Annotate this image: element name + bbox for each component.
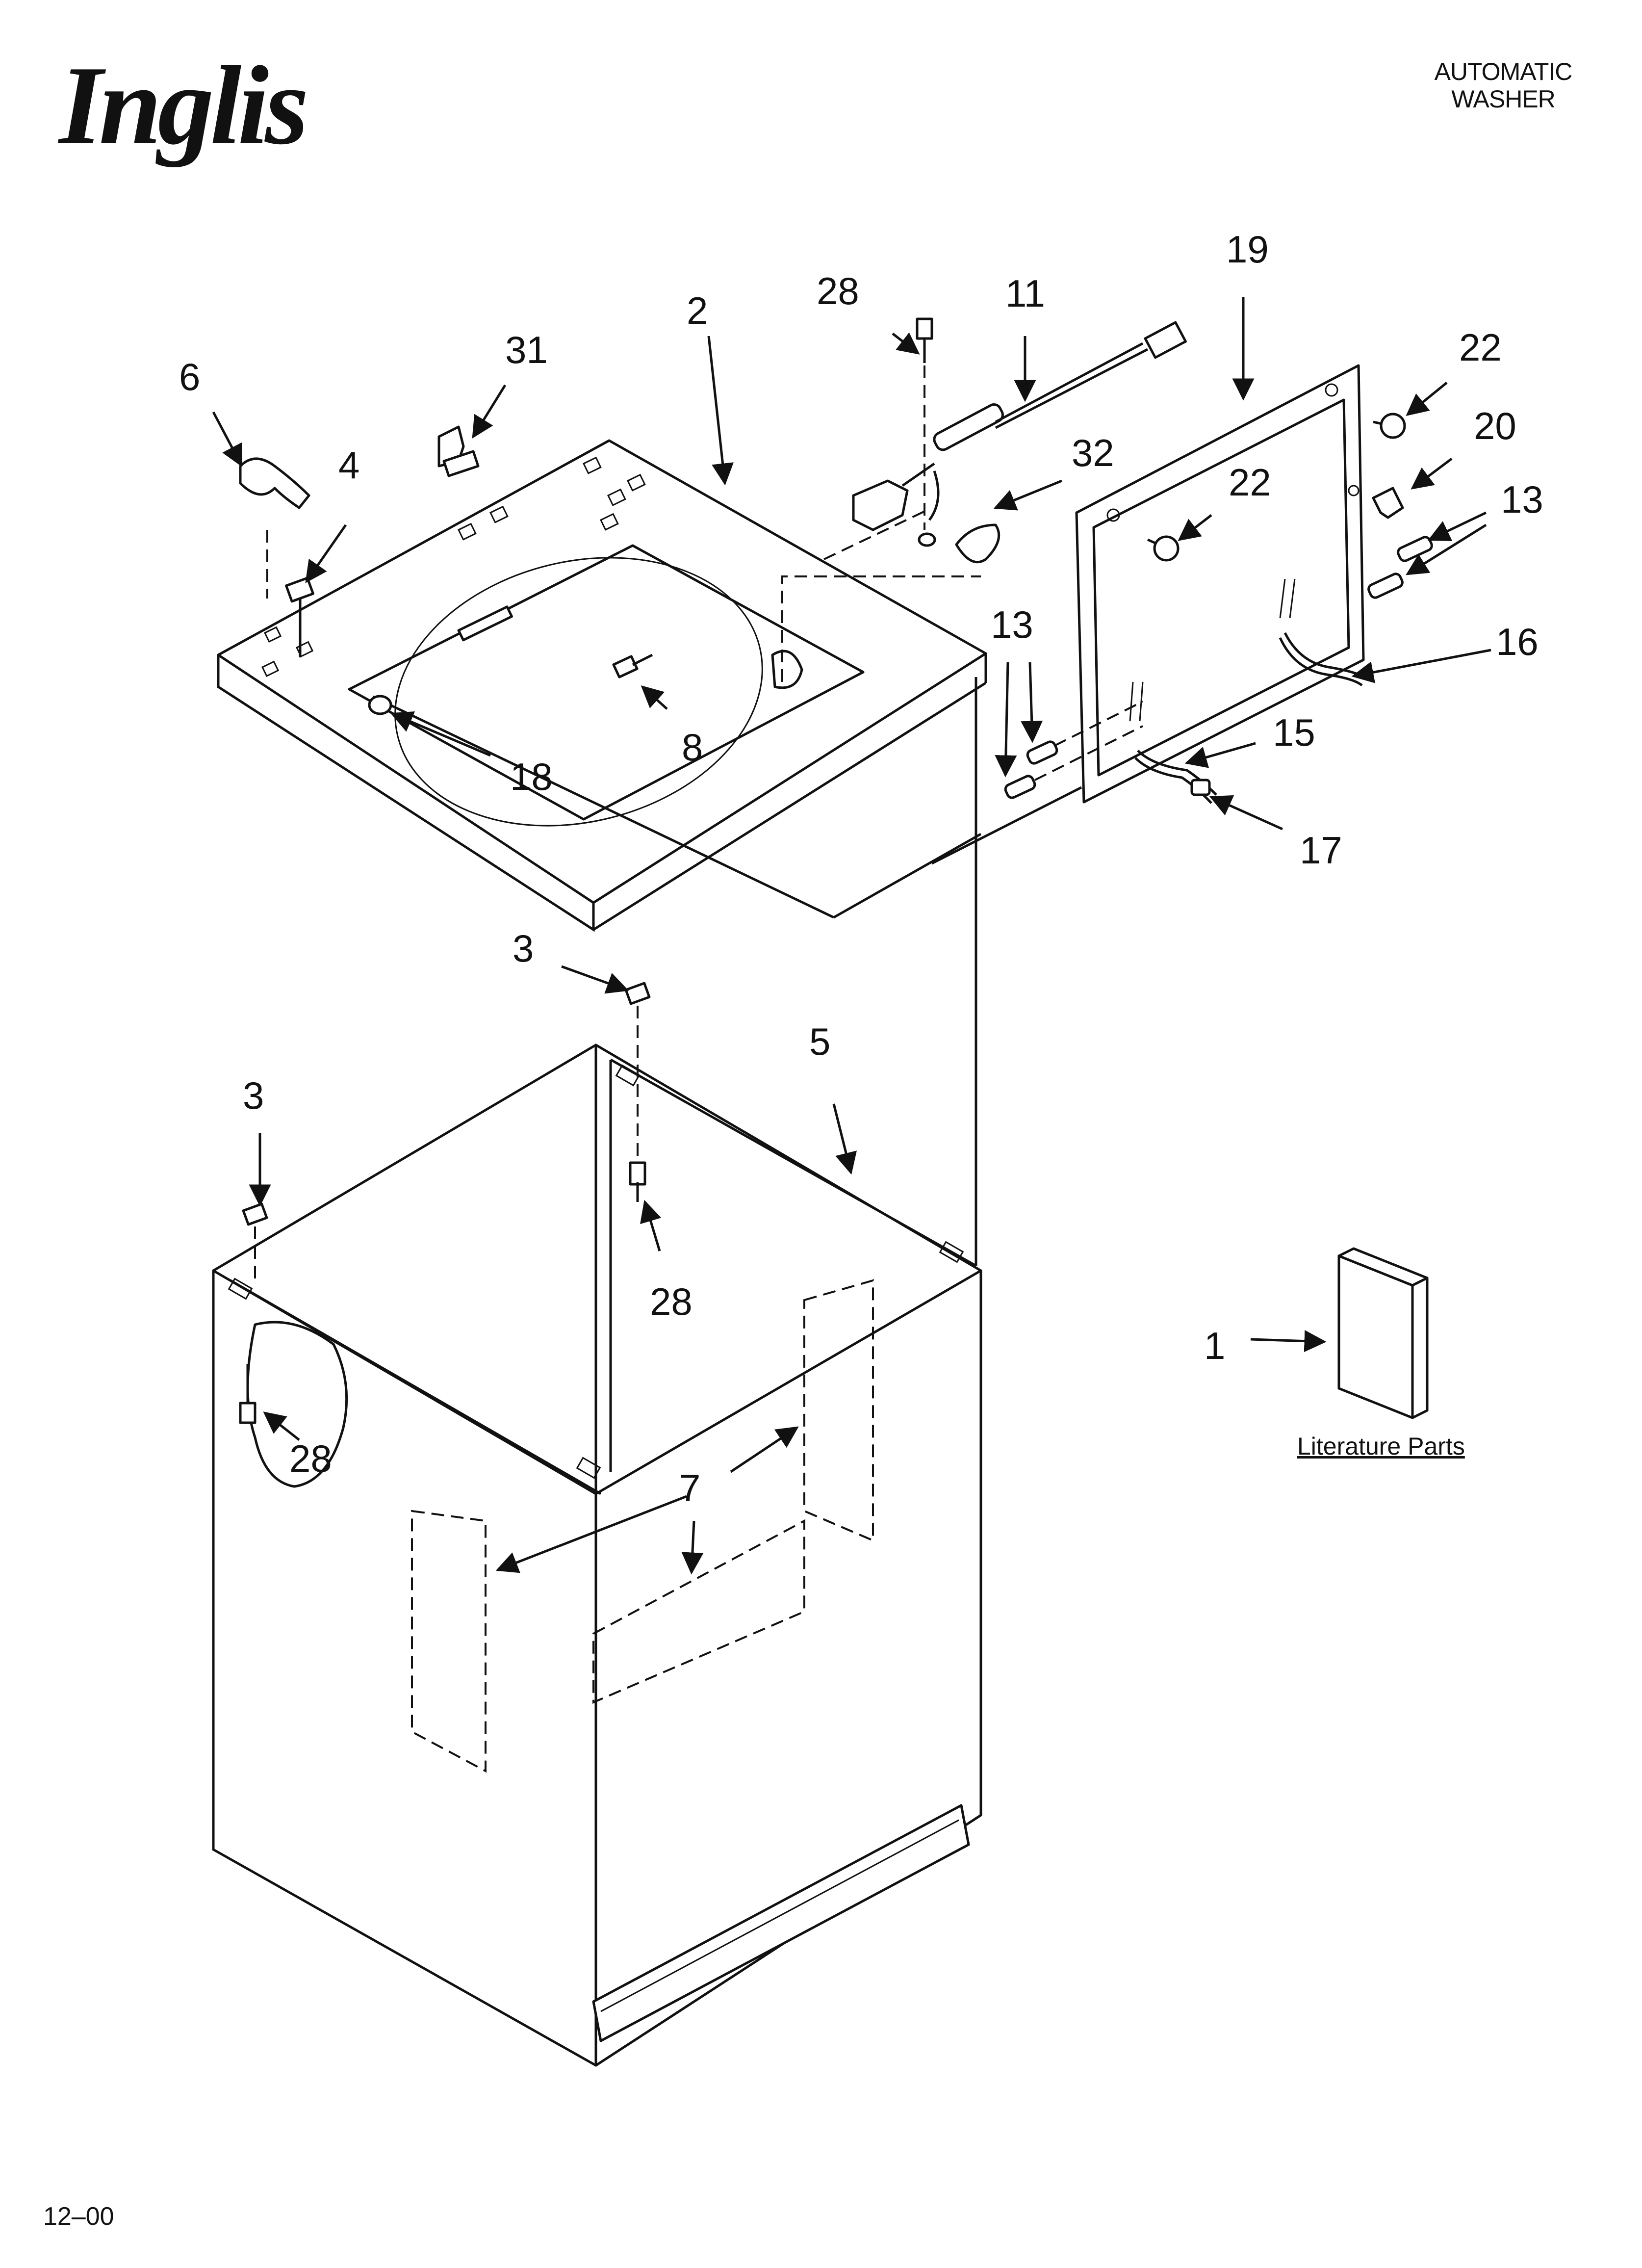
callout-22-upper: 22 [1459,326,1502,369]
screws-13-right [1367,536,1433,599]
callout-20: 20 [1474,404,1516,447]
callout-3-lower: 3 [243,1074,264,1117]
clip-6 [239,457,310,599]
title-line-1: AUTOMATIC [1434,58,1573,85]
knob-22-lower [1147,535,1180,562]
callout-28-cutaway: 28 [289,1437,332,1480]
callout-7: 7 [679,1466,700,1510]
callout-labels: 2 28 11 19 22 20 31 6 4 32 22 13 13 16 1… [179,228,1543,1510]
bumper-18 [368,695,392,715]
callout-11: 11 [1005,272,1045,315]
bracket-31 [437,425,480,477]
bracket-4 [285,576,314,657]
title-line-2: WASHER [1451,85,1556,113]
clips-3 [242,982,651,1280]
hidden-panels-7 [411,677,977,1773]
callout-28-top: 28 [817,269,859,313]
screws-13-left [1004,701,1143,799]
callout-19: 19 [1226,228,1269,271]
knob-22-upper [1373,413,1406,439]
callout-13-right: 13 [1501,478,1543,521]
callout-4: 4 [338,443,359,487]
callout-18: 18 [510,755,553,798]
cutaway-28 [239,1321,348,1488]
brand-logo: Inglis [59,43,309,168]
lid-switch-harness [781,321,1187,682]
callout-31: 31 [505,328,548,371]
switch-actuator-32 [955,523,1001,564]
callout-5: 5 [809,1020,830,1063]
leader-arrows [212,297,1491,1575]
screw-8 [612,653,653,678]
callout-2: 2 [687,289,708,332]
cabinet-5 [212,1043,982,2067]
callout-22-lower: 22 [1229,461,1271,504]
literature-parts-label: Literature Parts [1297,1433,1465,1460]
screw-28-top [916,317,933,530]
callout-6: 6 [179,355,200,398]
callout-28-middle: 28 [650,1280,693,1323]
callout-1: 1 [1204,1324,1225,1367]
clip-20 [1372,487,1404,519]
callout-13-left: 13 [991,603,1033,646]
callout-8: 8 [682,726,703,769]
literature-manual-1 [1337,1247,1429,1419]
callout-17: 17 [1300,829,1342,872]
page-title: AUTOMATIC WASHER [1422,58,1584,113]
callout-3-upper: 3 [513,927,534,970]
callout-16: 16 [1496,620,1539,663]
callout-32: 32 [1072,431,1114,474]
callout-15: 15 [1273,711,1315,754]
console-frame-19 [931,364,1365,865]
date-code: 12–00 [43,2202,114,2231]
